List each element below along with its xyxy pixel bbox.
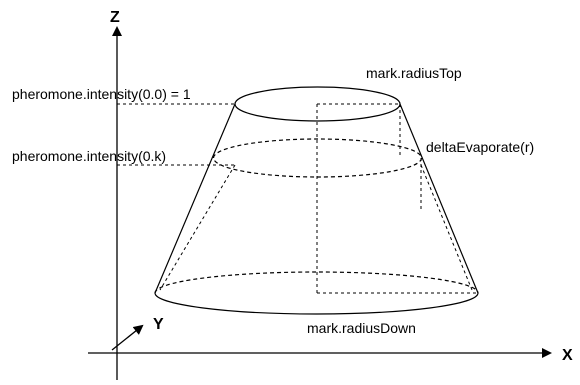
radius-top-label: mark.radiusTop — [366, 65, 462, 81]
cone-right-side — [399, 103, 479, 294]
radius-down-label: mark.radiusDown — [307, 320, 416, 336]
intensity-k-label: pheromone.intensity(0.k) — [12, 148, 166, 164]
delta-evaporate-label: deltaEvaporate(r) — [426, 139, 534, 155]
x-axis-label: X — [562, 347, 573, 364]
bottom-ellipse-back — [154, 271, 479, 294]
bottom-ellipse-front — [154, 292, 479, 315]
z-axis-label: Z — [110, 9, 120, 26]
y-axis-label: Y — [153, 316, 164, 333]
intensity-initial-label: pheromone.intensity(0.0) = 1 — [12, 86, 191, 102]
y-axis — [111, 324, 144, 351]
cone-left-side — [154, 103, 236, 294]
middle-right-side-dashed — [420, 164, 473, 291]
middle-left-side-dashed — [159, 164, 236, 291]
